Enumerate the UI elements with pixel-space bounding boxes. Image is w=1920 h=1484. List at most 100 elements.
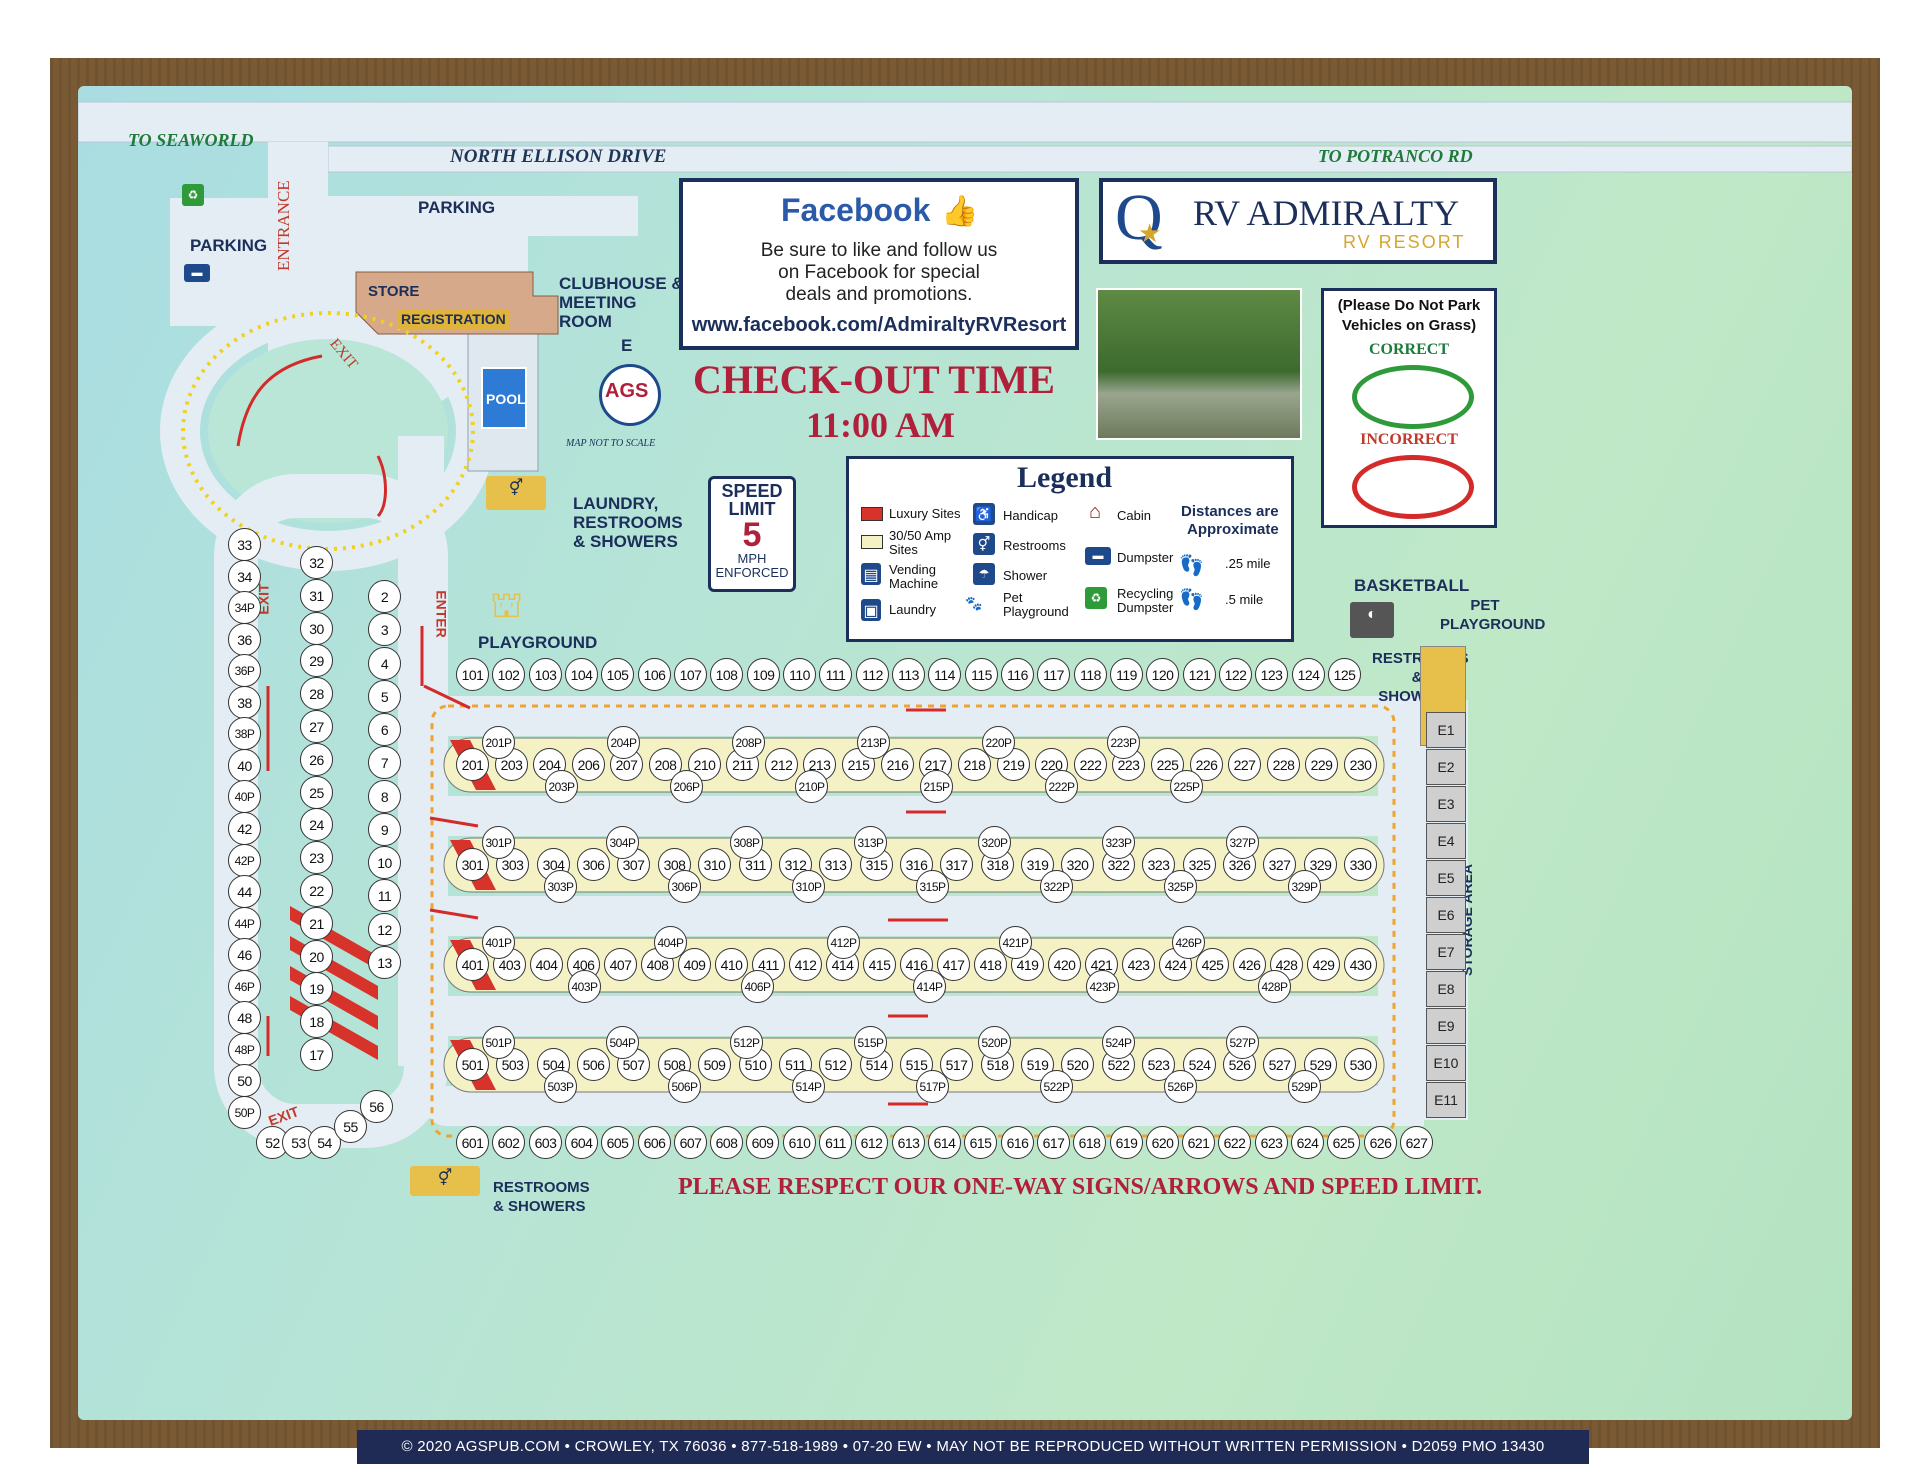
site-marker-left-outer: 34P bbox=[228, 591, 261, 624]
site-marker-500p: 514P bbox=[792, 1070, 825, 1103]
legend-laundry: Laundry bbox=[889, 602, 936, 617]
site-marker-400: 409 bbox=[678, 948, 711, 981]
site-marker-100: 117 bbox=[1037, 658, 1070, 691]
site-marker-500: 506 bbox=[577, 1048, 610, 1081]
site-marker-200: 216 bbox=[881, 748, 914, 781]
site-marker-right-inner: 8 bbox=[368, 780, 401, 813]
legend-dumpster: Dumpster bbox=[1117, 550, 1174, 565]
site-marker-600: 609 bbox=[746, 1126, 779, 1159]
site-marker-100: 108 bbox=[710, 658, 743, 691]
site-marker-600: 602 bbox=[492, 1126, 525, 1159]
site-marker-500p: 503P bbox=[544, 1070, 577, 1103]
site-marker-500p: 522P bbox=[1040, 1070, 1073, 1103]
site-marker-600: 606 bbox=[638, 1126, 671, 1159]
site-marker-200p: 210P bbox=[795, 770, 828, 803]
site-marker-300p: 323P bbox=[1102, 826, 1135, 859]
facebook-title: Facebook bbox=[781, 192, 931, 228]
site-marker-left-inner: 25 bbox=[300, 776, 333, 809]
site-marker-100: 114 bbox=[928, 658, 961, 691]
site-marker-200p: 206P bbox=[670, 770, 703, 803]
site-marker-200: 230 bbox=[1344, 748, 1377, 781]
site-marker-600: 604 bbox=[565, 1126, 598, 1159]
to-potranco-label: TO POTRANCO RD bbox=[1318, 146, 1473, 166]
map-frame: TO SEAWORLD NORTH ELLISON DRIVE TO POTRA… bbox=[50, 58, 1880, 1448]
site-marker-200p: 201P bbox=[482, 726, 515, 759]
site-marker-bottom-left: 55 bbox=[334, 1110, 367, 1143]
grass-notice-line2: Vehicles on Grass) bbox=[1341, 317, 1477, 334]
storage-box: E5 bbox=[1426, 860, 1466, 896]
site-marker-300: 323 bbox=[1142, 848, 1175, 881]
legend-half-mile: .5 mile bbox=[1225, 592, 1264, 607]
legend-pet-2: Playground bbox=[1003, 604, 1069, 619]
site-marker-600: 605 bbox=[601, 1126, 634, 1159]
site-marker-500: 530 bbox=[1344, 1048, 1377, 1081]
site-marker-400: 423 bbox=[1122, 948, 1155, 981]
site-marker-400p: 423P bbox=[1086, 970, 1119, 1003]
site-marker-left-outer: 40 bbox=[228, 749, 261, 782]
site-marker-600: 617 bbox=[1037, 1126, 1070, 1159]
site-marker-500p: 517P bbox=[916, 1070, 949, 1103]
site-marker-300p: 306P bbox=[668, 870, 701, 903]
site-marker-right-inner: 12 bbox=[368, 913, 401, 946]
site-marker-100: 104 bbox=[565, 658, 598, 691]
speed-line3: MPH bbox=[737, 551, 767, 566]
site-marker-300p: 315P bbox=[916, 870, 949, 903]
site-marker-500p: 501P bbox=[482, 1026, 515, 1059]
site-marker-bottom-left: 54 bbox=[308, 1126, 341, 1159]
site-marker-400p: 404P bbox=[654, 926, 687, 959]
site-marker-right-inner: 7 bbox=[368, 746, 401, 779]
site-marker-200: 208 bbox=[649, 748, 682, 781]
site-marker-100: 123 bbox=[1255, 658, 1288, 691]
shower-icon: ☂ bbox=[973, 563, 995, 585]
site-marker-600: 620 bbox=[1146, 1126, 1179, 1159]
site-marker-400: 429 bbox=[1307, 948, 1340, 981]
checkout-title: CHECK-OUT TIME bbox=[693, 357, 1055, 402]
half-mile-footprints-icon: 👣 bbox=[1179, 589, 1204, 611]
site-marker-200p: 222P bbox=[1045, 770, 1078, 803]
north-ellison-drive-label: NORTH ELLISON DRIVE bbox=[450, 146, 667, 167]
registration-label: REGISTRATION bbox=[398, 310, 509, 329]
clubhouse-label: CLUBHOUSE & MEETING ROOM bbox=[559, 274, 684, 331]
brand-card: Q ★ RV ADMIRALTY RV RESORT bbox=[1099, 178, 1497, 264]
site-marker-400: 425 bbox=[1196, 948, 1229, 981]
site-marker-500p: 504P bbox=[606, 1026, 639, 1059]
site-marker-300p: 322P bbox=[1040, 870, 1073, 903]
facebook-url[interactable]: www.facebook.com/AdmiraltyRVResort bbox=[691, 314, 1067, 336]
legend-handicap: Handicap bbox=[1003, 508, 1058, 523]
site-marker-300: 301 bbox=[456, 848, 489, 881]
site-marker-200p: 203P bbox=[545, 770, 578, 803]
legend-pet-1: Pet bbox=[1003, 590, 1023, 605]
checkout-time: 11:00 AM bbox=[806, 405, 955, 445]
legend-cabin: Cabin bbox=[1117, 508, 1151, 523]
site-marker-300p: 310P bbox=[792, 870, 825, 903]
site-marker-200p: 208P bbox=[732, 726, 765, 759]
site-marker-300: 306 bbox=[577, 848, 610, 881]
site-marker-400p: 412P bbox=[827, 926, 860, 959]
site-marker-600: 608 bbox=[710, 1126, 743, 1159]
correct-label: CORRECT bbox=[1368, 341, 1449, 358]
respect-notice: PLEASE RESPECT OUR ONE-WAY SIGNS/ARROWS … bbox=[678, 1174, 1483, 1200]
speed-line4: ENFORCED bbox=[715, 565, 789, 580]
site-marker-left-outer: 33 bbox=[228, 528, 261, 561]
site-marker-500p: 524P bbox=[1102, 1026, 1135, 1059]
site-marker-400p: 403P bbox=[568, 970, 601, 1003]
entrance-label: ENTRANCE bbox=[274, 180, 293, 271]
site-marker-100: 122 bbox=[1219, 658, 1252, 691]
basketball-label: BASKETBALL bbox=[1354, 576, 1470, 595]
site-marker-left-outer: 48P bbox=[228, 1033, 261, 1066]
site-marker-100: 118 bbox=[1074, 658, 1107, 691]
storage-box: E8 bbox=[1426, 971, 1466, 1007]
compass-rose-icon bbox=[599, 364, 661, 426]
site-marker-600: 601 bbox=[456, 1126, 489, 1159]
site-marker-400: 404 bbox=[530, 948, 563, 981]
site-marker-100: 102 bbox=[492, 658, 525, 691]
laundry-building-icon: ⚥ bbox=[486, 476, 546, 510]
correct-rv-icon bbox=[1352, 365, 1474, 429]
brand-logo-initial: Q bbox=[1115, 181, 1163, 254]
site-marker-left-inner: 20 bbox=[300, 940, 333, 973]
cabin-icon: ⌂ bbox=[1089, 501, 1102, 523]
site-marker-200: 218 bbox=[958, 748, 991, 781]
site-marker-100: 121 bbox=[1183, 658, 1216, 691]
site-marker-100: 116 bbox=[1001, 658, 1034, 691]
speed-limit-sign: SPEED LIMIT 5 MPH ENFORCED bbox=[708, 476, 796, 592]
